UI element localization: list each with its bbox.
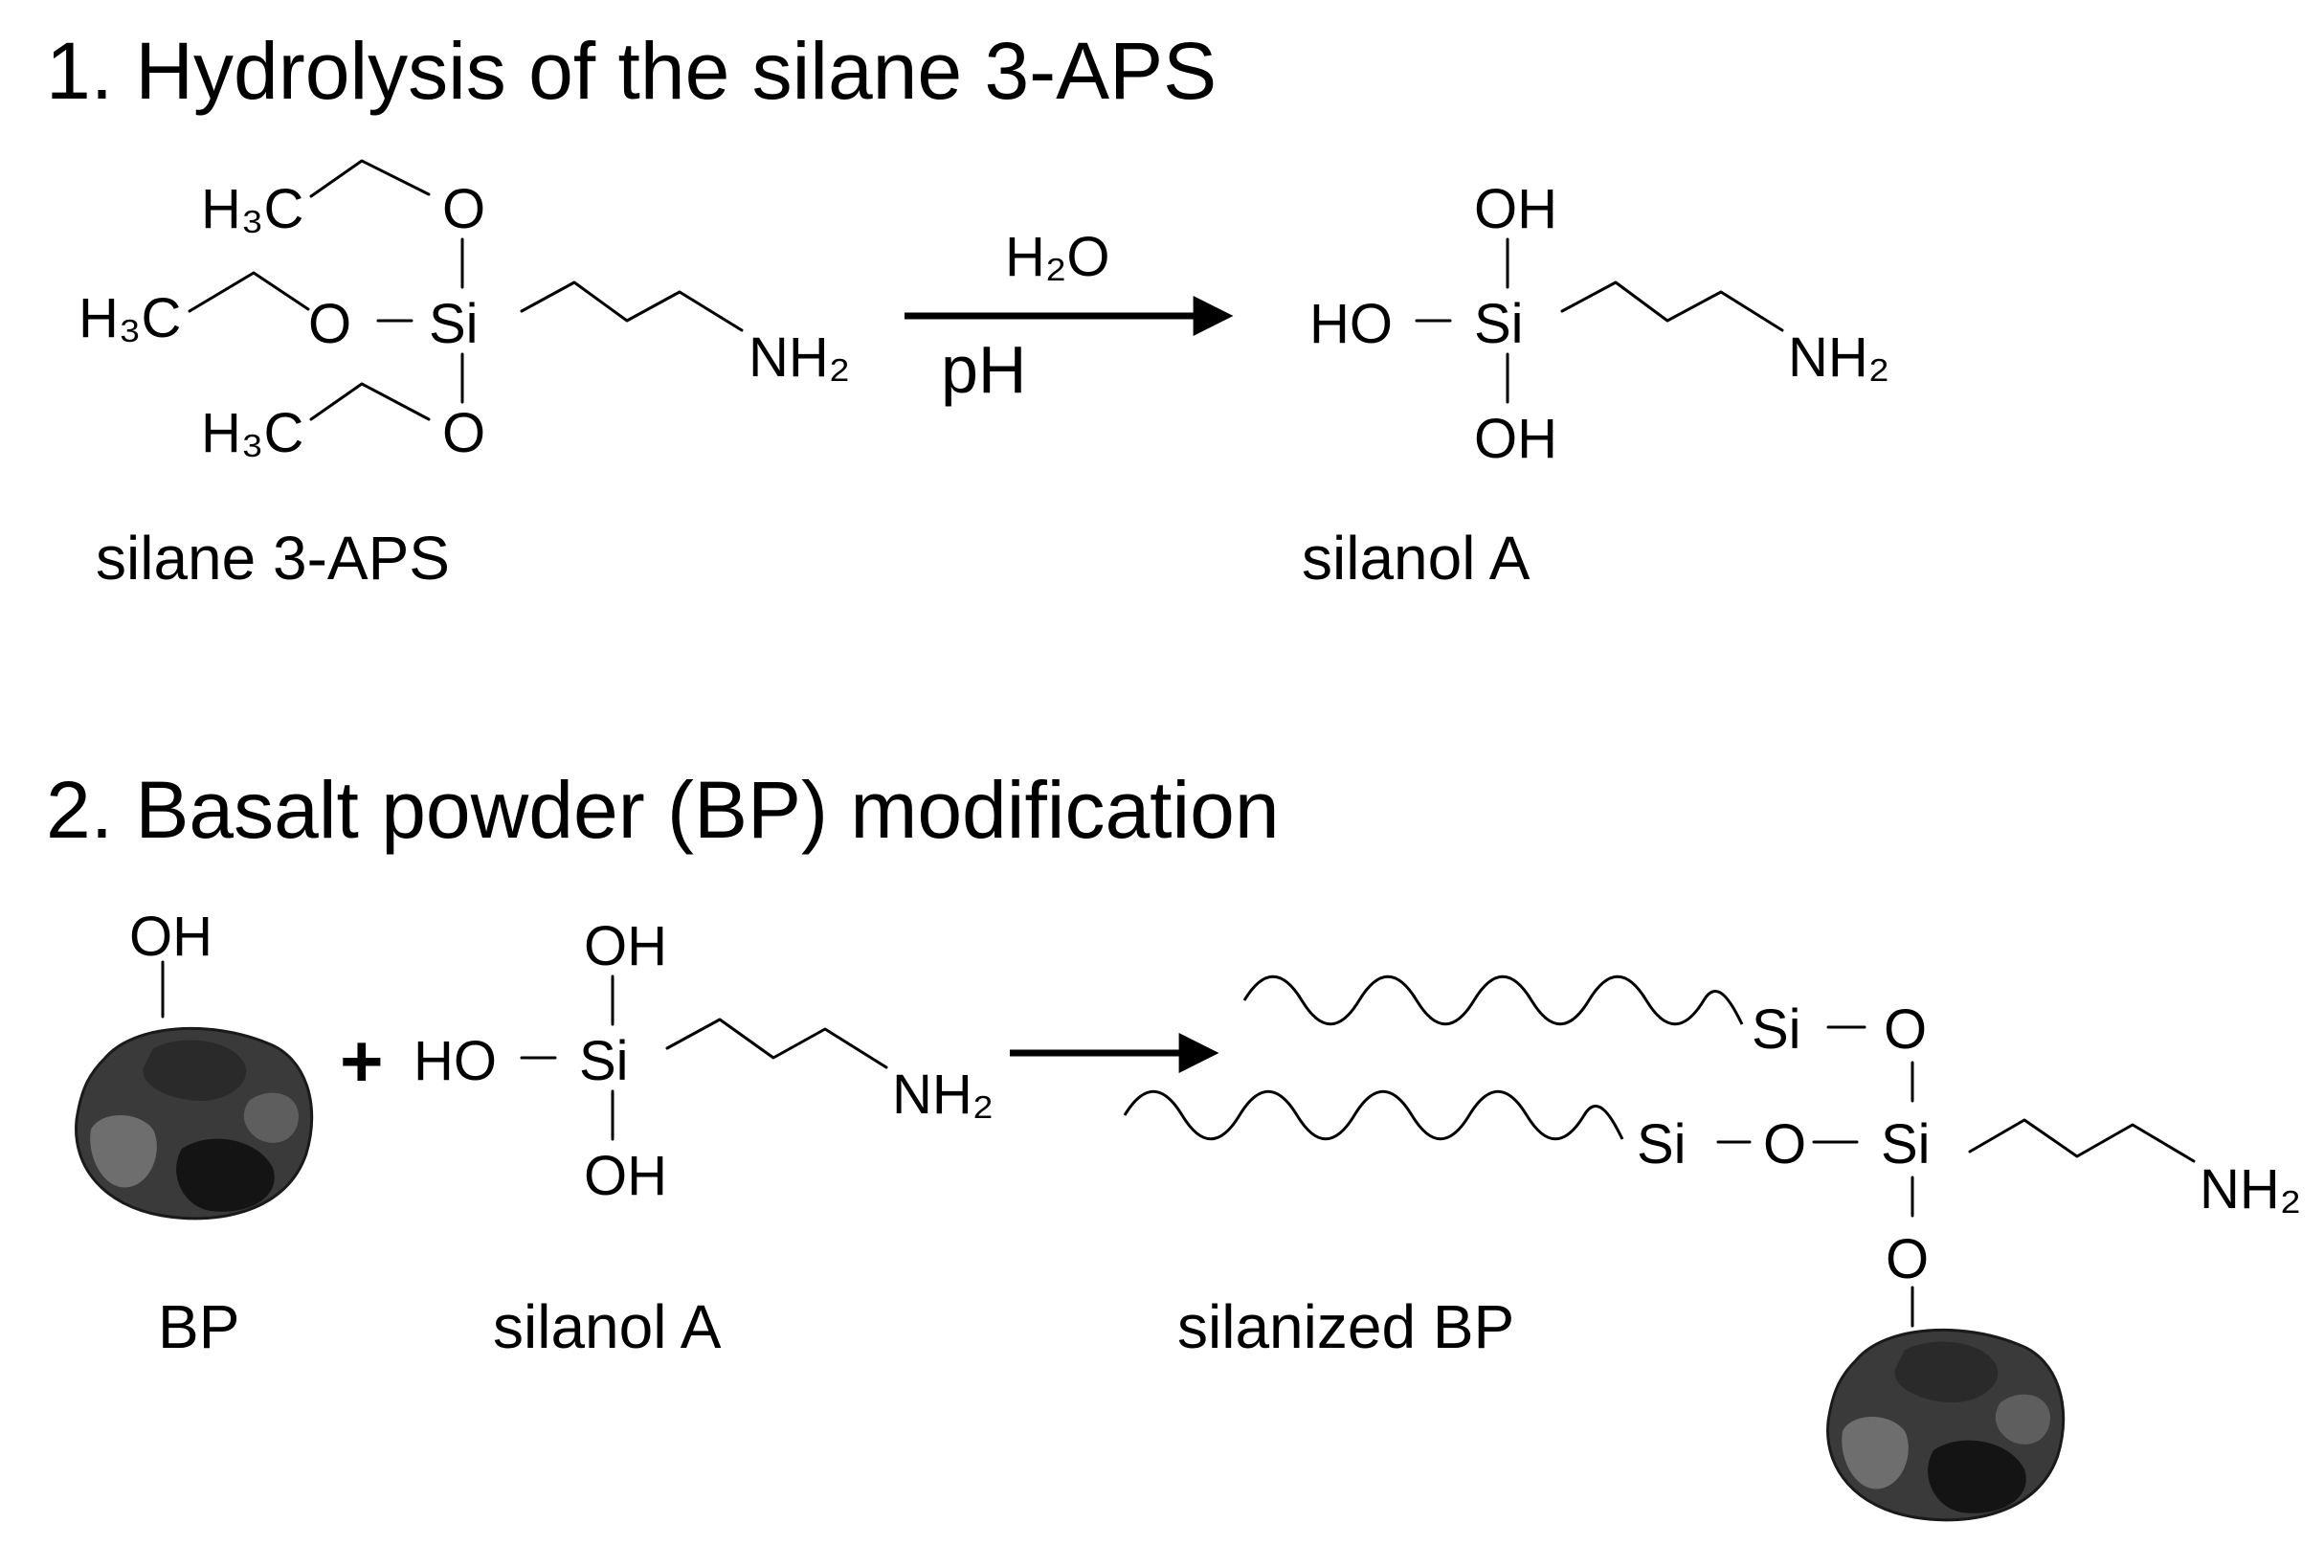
- plus-sign: +: [340, 1019, 384, 1103]
- silanol-a-structure-1: OH HO Si OH NH₂: [1309, 178, 1889, 470]
- atom-oh-bottom: OH: [1474, 408, 1557, 470]
- silanol-caption-2: silanol A: [493, 1292, 722, 1361]
- reagent-ph: pH: [941, 332, 1026, 407]
- atom-o-particle: O: [1886, 1228, 1929, 1290]
- silanized-bp-caption: silanized BP: [1177, 1292, 1514, 1361]
- atom-ho-left: HO: [413, 1030, 497, 1092]
- polymer-chain-lower: [1123, 1089, 1624, 1141]
- atom-o-top: O: [442, 178, 485, 240]
- silanol-caption-1: silanol A: [1302, 524, 1531, 593]
- atom-oh-bottom: OH: [584, 1145, 667, 1207]
- silanized-bp-structure: Si O Si O Si NH₂ O: [1123, 974, 2301, 1522]
- particle-shape-product: [1826, 1328, 2066, 1522]
- atom-oh-top: OH: [584, 915, 667, 977]
- atom-si: Si: [1474, 293, 1524, 355]
- bond-ethyl-top: [309, 159, 431, 198]
- bond-propyl-chain: [520, 280, 744, 332]
- atom-nh2: NH₂: [749, 326, 850, 389]
- silanol-a-structure-2: OH HO Si OH NH₂: [413, 915, 994, 1207]
- atom-si-center: Si: [1881, 1113, 1931, 1176]
- section2-title: 2. Basalt powder (BP) modification: [46, 765, 1280, 855]
- basalt-particle-icon: OH: [75, 906, 314, 1221]
- atom-o-upper: O: [1884, 998, 1927, 1061]
- atom-o-left: O: [308, 293, 351, 355]
- atom-ch3-left: H₃C: [78, 287, 181, 349]
- atom-nh2: NH₂: [2200, 1158, 2301, 1221]
- atom-oh-particle: OH: [129, 906, 212, 968]
- atom-ho-left: HO: [1309, 293, 1393, 355]
- bond-propyl-chain: [1968, 1118, 2196, 1163]
- atom-ch3-top: H₃C: [201, 178, 303, 240]
- atom-si-upper: Si: [1752, 998, 1801, 1061]
- silane-caption: silane 3-APS: [96, 524, 450, 593]
- reagent-water: H₂O: [1005, 226, 1110, 288]
- silane-3aps-structure: H₃C O H₃C O Si H₃C O NH₂: [78, 159, 850, 464]
- bond-ethyl-bottom: [309, 382, 431, 421]
- atom-o-bridge: O: [1763, 1113, 1806, 1176]
- bond-propyl-chain: [1560, 280, 1784, 332]
- atom-si: Si: [429, 293, 479, 355]
- particle-shape: [75, 1026, 314, 1221]
- polymer-chain-upper: [1242, 974, 1744, 1026]
- section1-title: 1. Hydrolysis of the silane 3-APS: [46, 26, 1217, 116]
- atom-nh2: NH₂: [892, 1064, 994, 1126]
- atom-ch3-bottom: H₃C: [201, 402, 303, 464]
- atom-o-bottom: O: [442, 402, 485, 464]
- bp-caption: BP: [158, 1292, 239, 1361]
- atom-si: Si: [579, 1030, 629, 1092]
- atom-si-lower: Si: [1637, 1113, 1687, 1176]
- atom-oh-top: OH: [1474, 178, 1557, 240]
- atom-nh2: NH₂: [1788, 326, 1889, 389]
- bond-ethyl-left: [188, 271, 310, 313]
- bond-propyl-chain: [665, 1018, 888, 1069]
